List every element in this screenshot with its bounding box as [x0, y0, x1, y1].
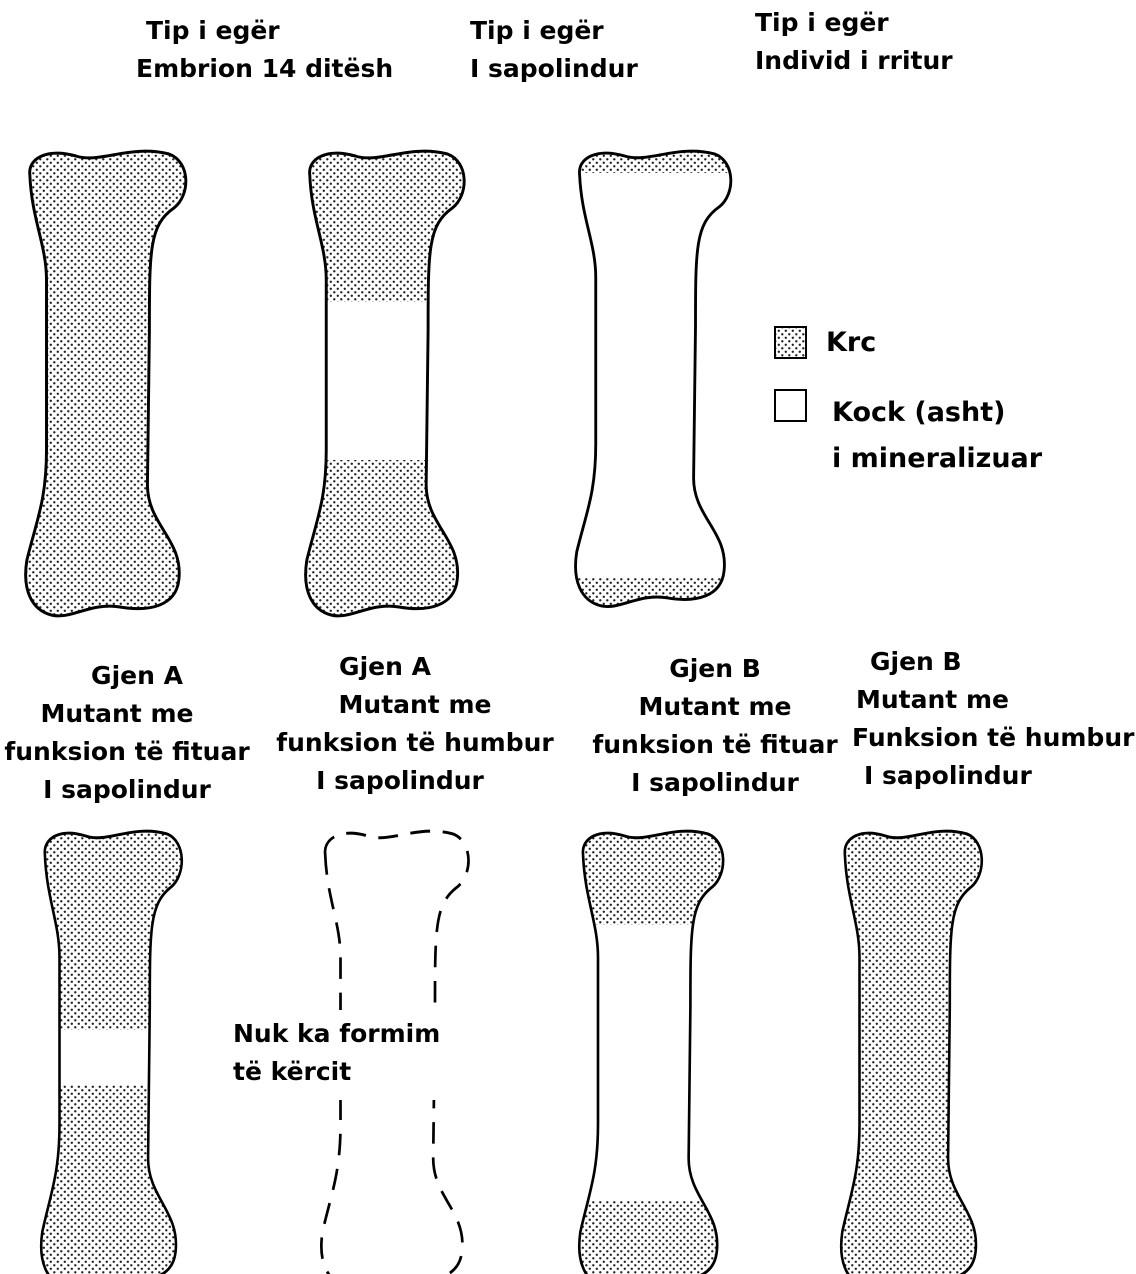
panel-label-line: Funksion të humbur — [852, 719, 1134, 757]
bone-wildtype-embryo — [0, 130, 240, 630]
legend-bone-label: Kock (asht) i mineralizuar — [832, 390, 1042, 482]
bone-geneB-loss — [820, 820, 1020, 1274]
bone-geneB-gain — [560, 820, 760, 1274]
panel-label-line: Mutant me — [852, 681, 1134, 719]
cartilage-region-bottom — [560, 1200, 760, 1274]
panel-label-line: Embrion 14 ditësh — [136, 50, 393, 88]
panel-label-geneB-gain: Gjen B Mutant me funksion të fituar I sa… — [590, 650, 840, 802]
panel-label-line: Tip i egër — [470, 12, 638, 50]
panel-label-line: Gjen A — [270, 648, 560, 686]
panel-label-line: I sapolindur — [270, 762, 560, 800]
panel-label-line: Gjen B — [590, 650, 840, 688]
bone-geneA-gain — [20, 820, 220, 1274]
panel-label-line: Tip i egër — [755, 4, 953, 42]
panel-label-geneB-loss: Gjen B Mutant me Funksion të humbur I sa… — [852, 643, 1134, 795]
panel-label-wildtype-embryo: Tip i egër Embrion 14 ditësh — [136, 12, 393, 88]
panel-label-line: Gjen A — [2, 657, 252, 695]
legend-cartilage-swatch — [775, 327, 806, 358]
no-cartilage-note: Nuk ka formim të kërcit — [233, 1015, 440, 1091]
cartilage-region — [0, 130, 240, 630]
panel-label-wildtype-adult: Tip i egër Individ i rritur — [755, 4, 953, 80]
bone-wildtype-adult — [560, 140, 760, 617]
panel-label-wildtype-newborn: Tip i egër I sapolindur — [470, 12, 638, 88]
panel-label-line: Mutant me — [590, 688, 840, 726]
note-line: të kërcit — [233, 1053, 440, 1091]
legend-bone-swatch — [775, 390, 806, 421]
cartilage-region-bottom — [20, 1085, 220, 1274]
panel-label-line: funksion të fituar — [590, 726, 840, 764]
panel-label-line: I sapolindur — [590, 764, 840, 802]
panel-label-line: I sapolindur — [2, 771, 252, 809]
panel-label-geneA-gain: Gjen A Mutant me funksion të fituar I sa… — [2, 657, 252, 809]
note-line: Nuk ka formim — [233, 1015, 440, 1053]
cartilage-region-top — [20, 820, 220, 1030]
panel-label-line: I sapolindur — [852, 757, 1134, 795]
bone-wildtype-newborn — [280, 130, 500, 630]
panel-label-line: Tip i egër — [136, 12, 393, 50]
panel-label-line: Mutant me — [270, 686, 560, 724]
panel-label-line: Individ i rritur — [755, 42, 953, 80]
panel-label-line: funksion të fituar — [2, 733, 252, 771]
panel-label-line: Gjen B — [852, 643, 1134, 681]
panel-label-geneA-loss: Gjen A Mutant me funksion të humbur I sa… — [270, 648, 560, 800]
panel-label-line: Mutant me — [2, 695, 252, 733]
panel-label-line: funksion të humbur — [270, 724, 560, 762]
cartilage-region — [820, 820, 1020, 1274]
panel-label-line: I sapolindur — [470, 50, 638, 88]
legend-cartilage-label: Krc — [826, 320, 876, 366]
